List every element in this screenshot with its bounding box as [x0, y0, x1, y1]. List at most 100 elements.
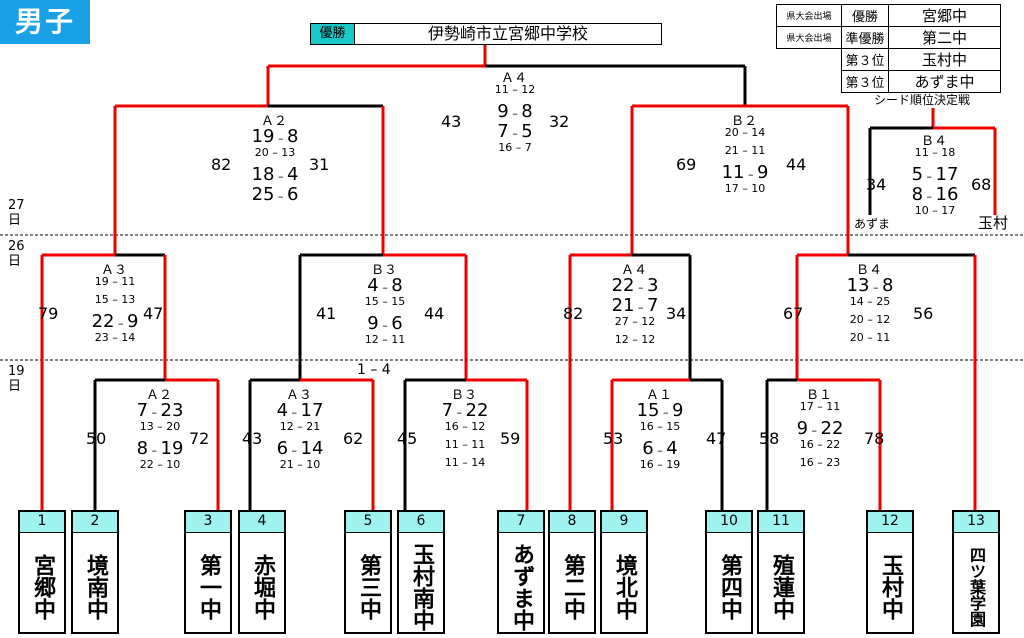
total-left: 45 — [397, 429, 418, 448]
set-score: 17 – 10 — [724, 182, 766, 195]
team-name: 第二中 — [560, 554, 585, 620]
set-score: 16 – 19 — [639, 458, 681, 471]
court-label: Ａ２ — [146, 388, 173, 403]
team-number: 9 — [602, 512, 646, 533]
set-score: 27 – 12 — [614, 315, 656, 328]
team-number: 12 — [868, 512, 912, 533]
total-right: 34 — [666, 304, 687, 323]
set-score: 25 – 6 — [251, 184, 299, 205]
set-score: 22 – 3 — [611, 275, 659, 296]
court-label: Ｂ３ — [371, 263, 398, 278]
champion-tag: 優勝 — [311, 24, 355, 44]
set-score: 20 – 11 — [849, 331, 891, 344]
set-score: 22 – 9 — [91, 311, 139, 332]
team-number: 2 — [73, 512, 117, 533]
team-name: 境北中 — [612, 554, 637, 620]
champion-banner: 優勝 伊勢崎市立宮郷中学校 — [310, 23, 662, 45]
total-right: 47 — [706, 429, 727, 448]
set-score: 10 – 17 — [914, 204, 956, 217]
champion-name: 伊勢崎市立宮郷中学校 — [427, 24, 588, 43]
total-right: 56 — [913, 304, 934, 323]
seed-left-name: あずま — [854, 217, 891, 231]
court-label: Ｂ１ — [806, 388, 833, 403]
school-label: 玉村中 — [888, 48, 1001, 71]
total-right: 59 — [500, 429, 521, 448]
court-label: Ｂ４ — [856, 263, 883, 278]
set-score: 9 – 22 — [796, 418, 844, 439]
team-number: 6 — [399, 512, 443, 533]
set-score: 13 – 20 — [139, 420, 181, 433]
court-label: Ａ４ — [501, 71, 528, 86]
set-score: 11 – 12 — [494, 83, 536, 96]
team-box: 2 境南中 — [71, 510, 119, 634]
team-name: 宮郷中 — [30, 554, 55, 620]
set-score: 9 – 6 — [367, 313, 403, 334]
total-right: 68 — [971, 175, 992, 194]
set-score: 11 – 18 — [914, 146, 956, 159]
total-left: 43 — [441, 112, 462, 131]
set-score: 23 – 14 — [94, 331, 136, 344]
qual-label: 県大会出場 — [776, 26, 842, 49]
court-label: Ｂ２ — [731, 114, 758, 129]
court-label: Ｂ４ — [921, 134, 948, 149]
set-score: 19 – 11 — [94, 275, 136, 288]
set-score: 21 – 10 — [279, 458, 321, 471]
team-box: 9 境北中 — [600, 510, 648, 634]
total-right: 78 — [864, 429, 885, 448]
team-name: 境南中 — [83, 554, 108, 620]
team-name: 玉村中 — [878, 554, 903, 620]
set-score: 6 – 4 — [642, 438, 678, 459]
team-box: 6 玉村南中 — [397, 510, 445, 634]
set-score: 12 – 11 — [364, 333, 406, 346]
total-left: 58 — [759, 429, 780, 448]
court-label: Ａ４ — [621, 263, 648, 278]
team-name: 玉村南中 — [409, 543, 434, 631]
set-score: 18 – 4 — [251, 164, 299, 185]
total-right: 62 — [343, 429, 364, 448]
set-score: 7 – 22 — [441, 400, 489, 421]
day-label-19: 19 日 — [8, 364, 25, 394]
total-left: 43 — [242, 429, 263, 448]
team-name: 第三中 — [356, 554, 381, 620]
set-score: 22 – 10 — [139, 458, 181, 471]
set-score: 8 – 16 — [911, 184, 959, 205]
team-box: 1 宮郷中 — [18, 510, 66, 634]
team-name: 殖蓮中 — [769, 554, 794, 620]
bracket-title: 男子 — [0, 0, 90, 44]
team-number: 11 — [759, 512, 803, 533]
team-box: 5 第三中 — [344, 510, 392, 634]
school-label: あずま中 — [888, 70, 1001, 93]
set-score: 5 – 17 — [911, 164, 959, 185]
set-score: 20 – 12 — [849, 313, 891, 326]
team-name: 赤堀中 — [250, 554, 275, 620]
seed-note: シード順位決定戦 — [874, 93, 971, 107]
total-left: 50 — [86, 429, 107, 448]
team-number: 7 — [499, 512, 543, 533]
set-score: 12 – 21 — [279, 420, 321, 433]
team-number: 1 — [20, 512, 64, 533]
set-score: 13 – 8 — [846, 275, 894, 296]
court-label: Ａ１ — [646, 388, 673, 403]
set-score: 17 – 11 — [799, 400, 841, 413]
court-label: Ａ３ — [286, 388, 313, 403]
seed-right-name: 玉村 — [978, 214, 1009, 232]
set-score: 11 – 9 — [721, 162, 769, 183]
set-score: 7 – 23 — [136, 400, 184, 421]
court-label: Ａ３ — [101, 263, 128, 278]
set-score: 4 – 8 — [367, 275, 403, 296]
set-score: 16 – 22 — [799, 438, 841, 451]
set-score: 15 – 15 — [364, 295, 406, 308]
set-score: 21 – 7 — [611, 295, 659, 316]
results-table: 県大会出場 優勝 宮郷中 県大会出場 準優勝 第二中 第３位 玉村中 第３位 あ… — [776, 4, 1001, 93]
team-box: 11 殖蓮中 — [757, 510, 805, 634]
set-score: 12 – 12 — [614, 333, 656, 346]
team-number: 5 — [346, 512, 390, 533]
set-score: 20 – 14 — [724, 126, 766, 139]
results-row: 第３位 あずま中 — [777, 70, 1001, 93]
